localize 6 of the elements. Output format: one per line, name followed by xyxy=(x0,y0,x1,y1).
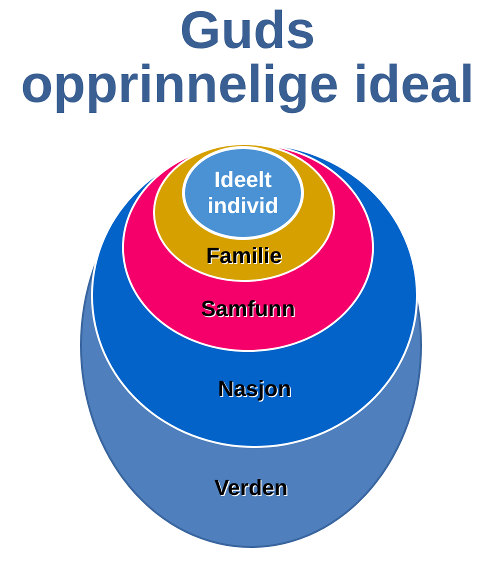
ring-label: Familie xyxy=(205,243,283,269)
title: Guds opprinnelige ideal xyxy=(20,4,476,112)
ring-label: Nasjon xyxy=(216,376,292,402)
ring-label: Ideelt individ xyxy=(206,167,280,219)
ring-label: Samfunn xyxy=(200,296,296,322)
ring-label: Verden xyxy=(213,475,289,501)
